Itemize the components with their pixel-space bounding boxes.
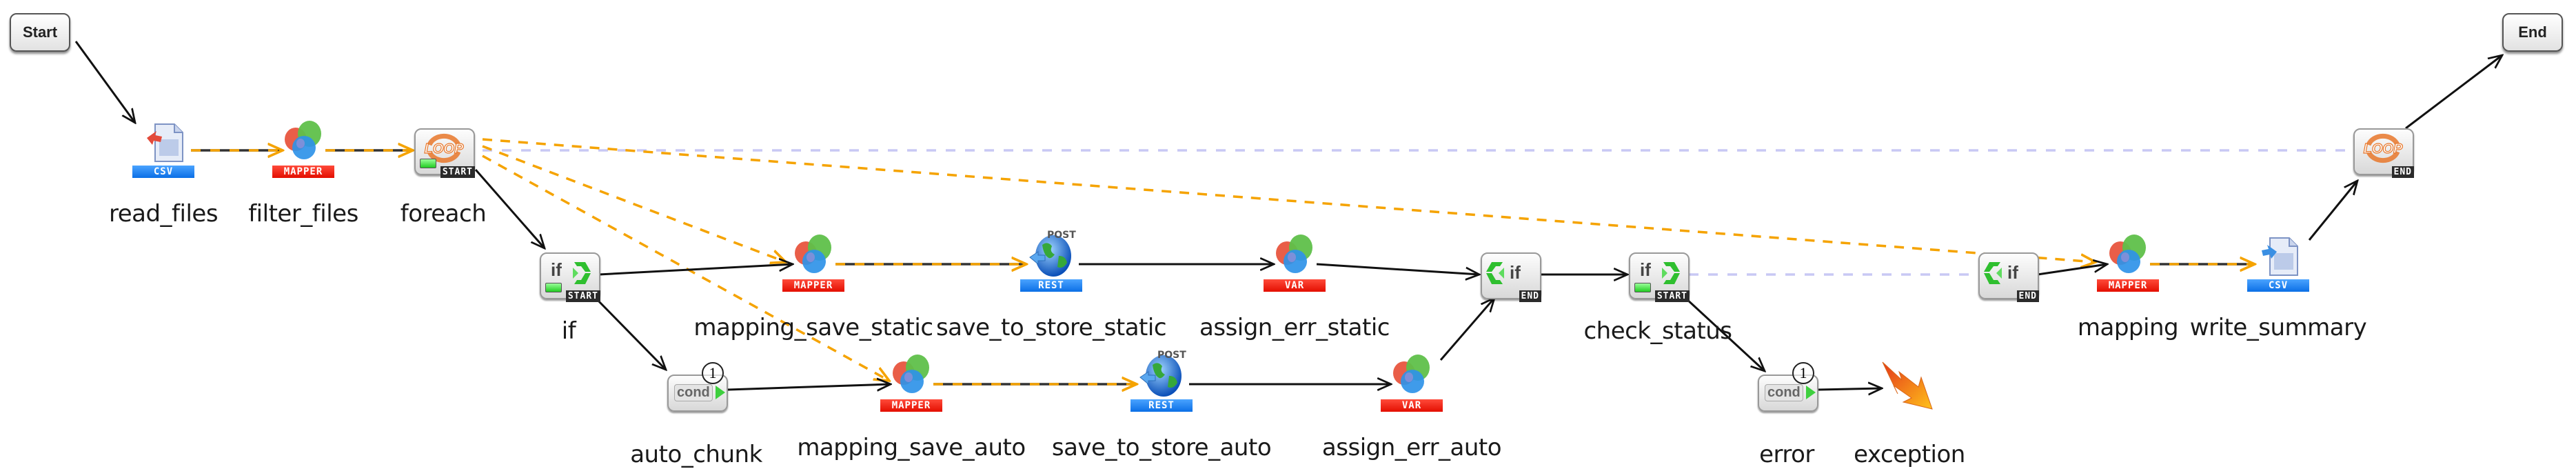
node-label: foreach (400, 200, 487, 228)
node-label: if (561, 317, 576, 345)
loop-icon: LOOP (2363, 133, 2404, 163)
branch-arrows-icon (573, 262, 591, 284)
svg-text:LOOP: LOOP (2364, 141, 2403, 157)
type-badge: MAPPER (782, 279, 844, 292)
scope-tag: START (440, 166, 475, 178)
edge-error-to-exception (1818, 388, 1882, 390)
scope-tag: END (1519, 290, 1541, 302)
type-badge: MAPPER (2097, 279, 2159, 292)
edge-loop-end-to-end (2405, 55, 2502, 130)
branch-number: 1 (702, 362, 724, 384)
node-label: mapping_save_static (693, 314, 933, 341)
svg-text:LOOP: LOOP (425, 141, 464, 157)
branch-arrows-icon (1486, 262, 1504, 284)
http-method-label: POST (1047, 230, 1076, 241)
mapper-icon (285, 121, 321, 159)
type-badge: MAPPER (880, 399, 942, 412)
loop-start-box[interactable]: LOOP START (414, 128, 475, 178)
exception-lightning-icon (1882, 361, 1933, 410)
node-label: mapping (2077, 314, 2179, 341)
start-indicator (420, 159, 436, 168)
type-badge: CSV (132, 166, 194, 178)
variable-icon (1393, 355, 1430, 393)
node-label: check_status (1583, 317, 1732, 345)
start-indicator (1634, 283, 1651, 292)
type-badge: REST (1020, 279, 1082, 292)
globe-icon (1029, 235, 1071, 277)
node-label: assign_err_static (1199, 314, 1390, 341)
edge-assign-err-auto-to-if-end-1 (1439, 298, 1494, 361)
mapper-icon (2109, 234, 2146, 273)
edge-foreach-to-mapping (482, 138, 2096, 262)
mapper-icon (795, 234, 831, 273)
loop-icon: LOOP (424, 133, 465, 163)
edge-if-to-mapping-save-static (598, 264, 793, 276)
scope-tag: END (2016, 290, 2039, 302)
branch-arrows-icon (1662, 262, 1680, 284)
if-keyword: if (551, 259, 562, 280)
edge-assign-err-static-to-if-end-1 (1316, 263, 1479, 275)
if-keyword: if (2007, 262, 2018, 283)
edge-auto-chunk-to-mapping-save-auto (727, 384, 891, 390)
node-label: assign_err_auto (1321, 434, 1502, 461)
type-badge: MAPPER (272, 166, 334, 178)
edge-foreach-to-mapping-save-auto (482, 154, 889, 381)
cond-keyword: cond (674, 384, 713, 401)
mapper-icon (893, 355, 929, 393)
end-terminal[interactable]: End (2502, 13, 2563, 52)
globe-icon (1139, 355, 1181, 397)
type-badge: VAR (1381, 399, 1443, 412)
csv-file-icon (147, 123, 183, 162)
edge-check-status-to-error (1684, 297, 1765, 371)
node-label: save_to_store_auto (1051, 434, 1272, 461)
edge-write-summary-to-loop-end (2308, 181, 2357, 241)
http-method-label: POST (1157, 350, 1186, 361)
node-label: exception (1854, 441, 1965, 468)
scope-tag: START (1654, 290, 1690, 302)
node-label: filter_files (248, 200, 358, 228)
if-keyword: if (1510, 262, 1521, 283)
node-label: error (1759, 441, 1814, 468)
node-label: mapping_save_auto (797, 434, 1026, 461)
edge-foreach-to-mapping-save-static (482, 145, 786, 262)
type-badge: REST (1130, 399, 1193, 412)
start-terminal[interactable]: Start (10, 13, 70, 52)
csv-file-icon (2262, 237, 2298, 276)
type-badge: VAR (1264, 279, 1326, 292)
type-badge: CSV (2247, 279, 2309, 292)
start-indicator (545, 283, 562, 292)
diamond-arrow-icon (716, 386, 725, 399)
edge-foreach-to-if (474, 169, 545, 248)
if-keyword: if (1640, 259, 1651, 280)
branch-number: 1 (1792, 362, 1814, 384)
edge-if-to-auto-chunk (593, 295, 666, 370)
node-label: read_files (108, 200, 219, 228)
node-label: auto_chunk (630, 441, 762, 468)
cond-keyword: cond (1765, 384, 1803, 401)
node-label: write_summary (2189, 314, 2367, 341)
diamond-arrow-icon (1806, 386, 1816, 399)
edge-start-to-read-files (74, 41, 135, 123)
loop-end-box[interactable]: LOOP END (2353, 128, 2414, 178)
edge-if-end-2-to-mapping (2037, 264, 2107, 276)
scope-tag: END (2391, 166, 2414, 178)
node-label: save_to_store_static (935, 314, 1167, 341)
variable-icon (1276, 234, 1312, 273)
scope-tag: START (565, 290, 600, 302)
branch-arrows-icon (1984, 262, 2002, 284)
